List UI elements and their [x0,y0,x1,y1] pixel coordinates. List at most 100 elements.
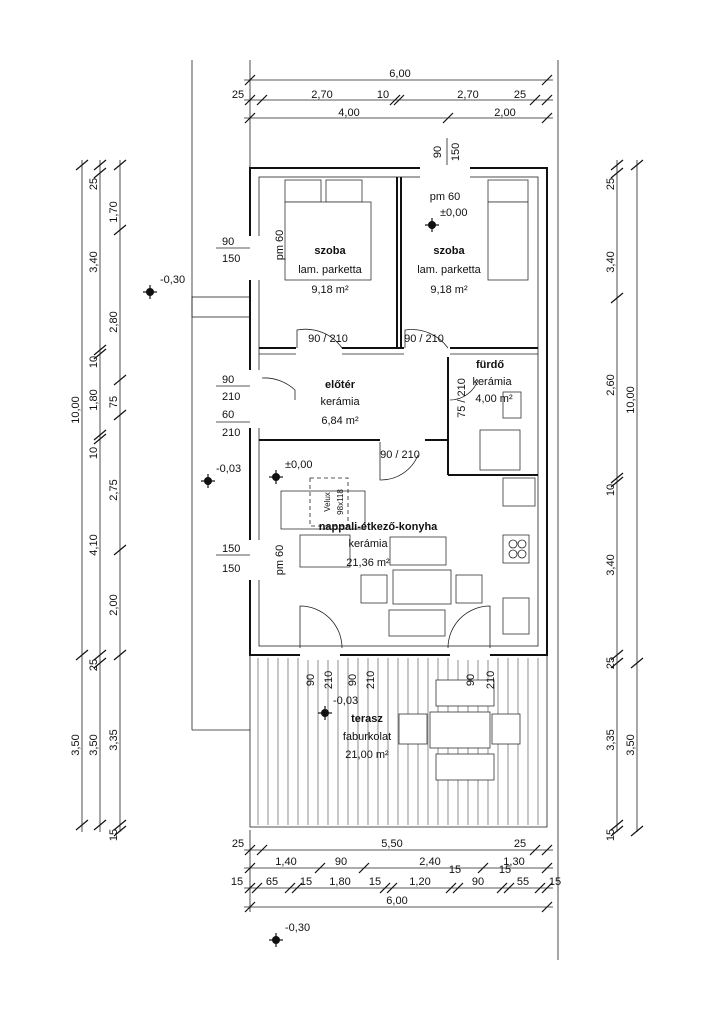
dim: 15 [499,864,511,876]
dim: 1,20 [409,876,430,888]
terrace-door-dim: 210 [485,671,497,689]
room-floor: kerámia [320,396,360,408]
dim: 10,00 [625,386,637,414]
dim: 25 [88,178,100,190]
room-labels: szoba lam. parketta 9,18 m² szoba lam. p… [298,245,513,761]
dim: 4,00 [338,107,359,119]
dim: 15 [605,829,617,841]
room-name: terasz [351,713,383,725]
level-label: -0,30 [160,274,185,286]
terrace-door-dim: 90 [347,674,359,686]
level-markers: -0,30 -0,03 ±0,00 ±0,00 -0,03 -0,30 [143,207,467,947]
door-width: 90 [222,374,234,386]
dim: 90 [472,876,484,888]
room-area: 4,00 m² [475,393,513,405]
room-floor: lam. parketta [298,264,362,276]
room-name: szoba [433,245,465,257]
dim: 2,80 [108,311,120,332]
dim: 25 [514,838,526,850]
room-area: 21,36 m² [346,557,390,569]
shower [479,429,521,471]
room-name: előtér [325,379,356,391]
dim: 3,40 [605,251,617,272]
dim: 6,00 [386,895,407,907]
level-marker-icon [269,470,283,484]
window-height: 150 [222,253,240,265]
door-height: 210 [222,391,240,403]
dim: 3,50 [88,734,100,755]
sink-icon [502,597,530,635]
door-size: 75 / 210 [456,378,468,418]
dim: 1,30 [503,856,524,868]
terrace-door-dim: 90 [465,674,477,686]
openings [247,165,490,660]
dim: 90 [335,856,347,868]
dim: 1,70 [108,201,120,222]
dim: 25 [605,178,617,190]
level-marker-icon [201,474,215,488]
dim-total-width: 6,00 [389,68,410,80]
dim: 10,00 [70,396,82,424]
parapet-height: pm 60 [274,545,286,576]
room-area: 21,00 m² [345,749,389,761]
door-size: 90 / 210 [404,333,444,345]
dim: 2,00 [494,107,515,119]
level-marker-icon [318,706,332,720]
dim: 25 [88,659,100,671]
dim: 2,00 [108,594,120,615]
dim: 5,50 [381,838,402,850]
dim: 2,70 [311,89,332,101]
dim: 65 [266,876,278,888]
room-name: fürdő [476,359,504,371]
top-dimensions: 6,00 25 2,70 10 2,70 25 4,00 2,00 90 150 [232,68,553,168]
window-width: 90 [222,236,234,248]
dim: 2,75 [108,479,120,500]
terrace-door-dim: 210 [323,671,335,689]
dim: 1,40 [275,856,296,868]
room-floor: kerámia [472,376,512,388]
room-area: 9,18 m² [311,284,349,296]
dim: 10 [377,89,389,101]
room-area: 6,84 m² [321,415,359,427]
entry-step [191,296,251,318]
skylight-size: 98x118 [336,489,345,515]
dim: 2,40 [419,856,440,868]
dim: 15 [231,876,243,888]
door-width: 90 [432,146,444,158]
dim: 25 [605,657,617,669]
dim: 3,40 [605,554,617,575]
dim: 55 [517,876,529,888]
sidelight-height: 210 [222,427,240,439]
dim: 25 [232,838,244,850]
dim: 10 [605,484,617,496]
left-dimensions: 10,00 3,50 25 3,40 10 1,80 10 4,10 25 3,… [70,159,127,841]
dim: 3,35 [108,729,120,750]
washbasin [502,391,522,419]
dim: 15 [300,876,312,888]
stove-icon [502,534,530,564]
dim: 4,10 [88,534,100,555]
level-marker-icon [425,218,439,232]
door-height: 150 [450,143,462,161]
window-labels: 90 150 90 210 60 210 150 150 [216,236,250,575]
dim: 15 [108,829,120,841]
room-floor: faburkolat [343,731,391,743]
double-bed [284,201,372,281]
room-floor: kerámia [348,538,388,550]
sidelight-width: 60 [222,409,234,421]
skylight-outline [309,477,349,527]
sofa [280,490,366,530]
level-label: -0,03 [333,695,358,707]
dim: 15 [369,876,381,888]
door-size: 90 / 210 [380,449,420,461]
terrace-door-dim: 210 [365,671,377,689]
door-swings [261,328,491,649]
room-floor: lam. parketta [417,264,481,276]
dim: 1,80 [329,876,350,888]
dim: 25 [514,89,526,101]
dim: 15 [549,876,561,888]
room-name: nappali-étkező-konyha [319,521,438,533]
terrace-decking [257,658,539,825]
dim: 10 [88,447,100,459]
